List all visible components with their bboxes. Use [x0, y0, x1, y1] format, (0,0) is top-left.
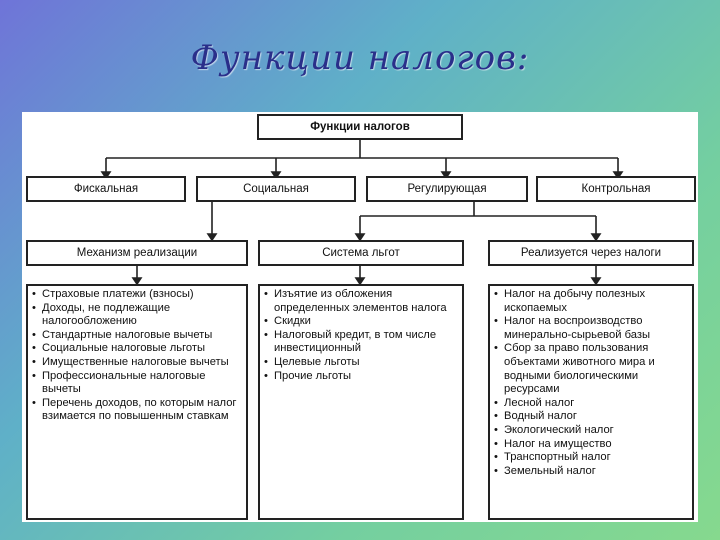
list-item: Страховые платежи (взносы): [32, 288, 243, 302]
list-item: Скидки: [264, 315, 459, 329]
list-benefits: Изъятие из обложения определенных элемен…: [258, 284, 464, 520]
root-node: Функции налогов: [257, 114, 463, 140]
list-item: Перечень доходов, по которым налог взима…: [32, 397, 243, 424]
list-item: Целевые льготы: [264, 356, 459, 370]
list-item: Налог на имущество: [494, 438, 689, 452]
list-item: Налог на воспроизводство минерально-сырь…: [494, 315, 689, 342]
section-mechanism: Механизм реализации: [26, 240, 248, 266]
list-item: Сбор за право пользования объектами живо…: [494, 342, 689, 396]
list-taxes: Налог на добычу полезных ископаемых Нало…: [488, 284, 694, 520]
section-taxes: Реализуется через налоги: [488, 240, 694, 266]
slide-title: Функции налогов:: [190, 38, 530, 78]
list-item: Доходы, не подлежащие налогообложению: [32, 302, 243, 329]
list-item: Стандартные налоговые вычеты: [32, 329, 243, 343]
section-benefits: Система льгот: [258, 240, 464, 266]
list-item: Земельный налог: [494, 465, 689, 479]
function-control: Контрольная: [536, 176, 696, 202]
list-mechanism: Страховые платежи (взносы) Доходы, не по…: [26, 284, 248, 520]
list-item: Налог на добычу полезных ископаемых: [494, 288, 689, 315]
list-item: Изъятие из обложения определенных элемен…: [264, 288, 459, 315]
list-item: Налоговый кредит, в том числе инвестицио…: [264, 329, 459, 356]
list-item: Прочие льготы: [264, 370, 459, 384]
list-item: Экологический налог: [494, 424, 689, 438]
connector-lines: [100, 138, 624, 286]
function-regulating: Регулирующая: [366, 176, 528, 202]
diagram-panel: Функции налогов Фискальная Социальная Ре…: [22, 112, 698, 522]
list-item: Профессиональные налоговые вычеты: [32, 370, 243, 397]
function-fiscal: Фискальная: [26, 176, 186, 202]
list-item: Лесной налог: [494, 397, 689, 411]
list-item: Имущественные налоговые вычеты: [32, 356, 243, 370]
list-item: Водный налог: [494, 410, 689, 424]
function-social: Социальная: [196, 176, 356, 202]
list-item: Транспортный налог: [494, 451, 689, 465]
list-item: Социальные налоговые льготы: [32, 342, 243, 356]
